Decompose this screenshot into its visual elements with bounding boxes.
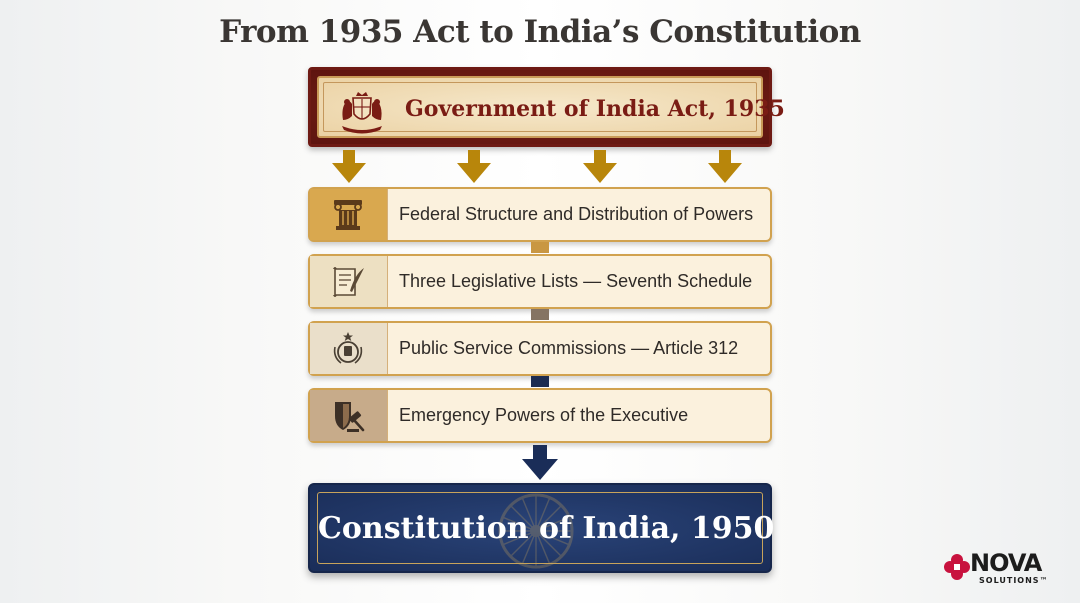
constitution-of-india-banner: Constitution of India, 1950 [308,483,775,573]
down-arrow-icon [332,150,366,183]
provision-icon-box [310,323,388,374]
provision-card-public-service-commissions: Public Service Commissions — Article 312 [308,321,772,376]
ashoka-chakra-icon [498,493,574,569]
logo-tagline: SOLUTIONS™ [979,576,1049,585]
act-banner-inner: Government of India Act, 1935 [317,76,785,138]
connector [531,242,549,253]
nova-solutions-logo: NOVA SOLUTIONS™ [942,549,1062,589]
royal-crest-icon [342,92,382,134]
down-arrow-icon [583,150,617,183]
provision-icon-box [310,256,388,307]
down-arrow-icon [522,445,558,480]
provision-label: Federal Structure and Distribution of Po… [399,204,754,224]
constitution-title: Constitution of India, 1950 [318,511,775,546]
provision-card-emergency-powers: Emergency Powers of the Executive [308,388,772,443]
shield-gavel-icon [335,402,365,432]
provision-card-legislative-lists: Three Legislative Lists — Seventh Schedu… [308,254,772,309]
provision-label: Public Service Commissions — Article 312 [399,338,739,358]
provision-card-federal-structure: Federal Structure and Distribution of Po… [308,187,772,242]
pillar-icon [334,200,362,230]
down-arrow-icon [457,150,491,183]
government-of-india-act-banner: Government of India Act, 1935 [308,67,785,147]
provision-label: Three Legislative Lists — Seventh Schedu… [399,271,753,291]
down-arrow-icon [708,150,742,183]
connector [531,309,549,320]
page-title: From 1935 Act to India’s Constitution [219,14,861,50]
logo-mark-icon [944,554,970,580]
logo-name: NOVA [970,549,1042,577]
scroll-quill-icon [333,267,364,297]
act-title: Government of India Act, 1935 [405,96,785,122]
connector [531,376,549,387]
constitution-banner-inner: Constitution of India, 1950 [317,492,775,569]
provision-label: Emergency Powers of the Executive [399,405,689,425]
national-emblem-icon [333,332,363,364]
provision-icon-box [310,390,388,441]
provision-icon-box [310,189,388,240]
